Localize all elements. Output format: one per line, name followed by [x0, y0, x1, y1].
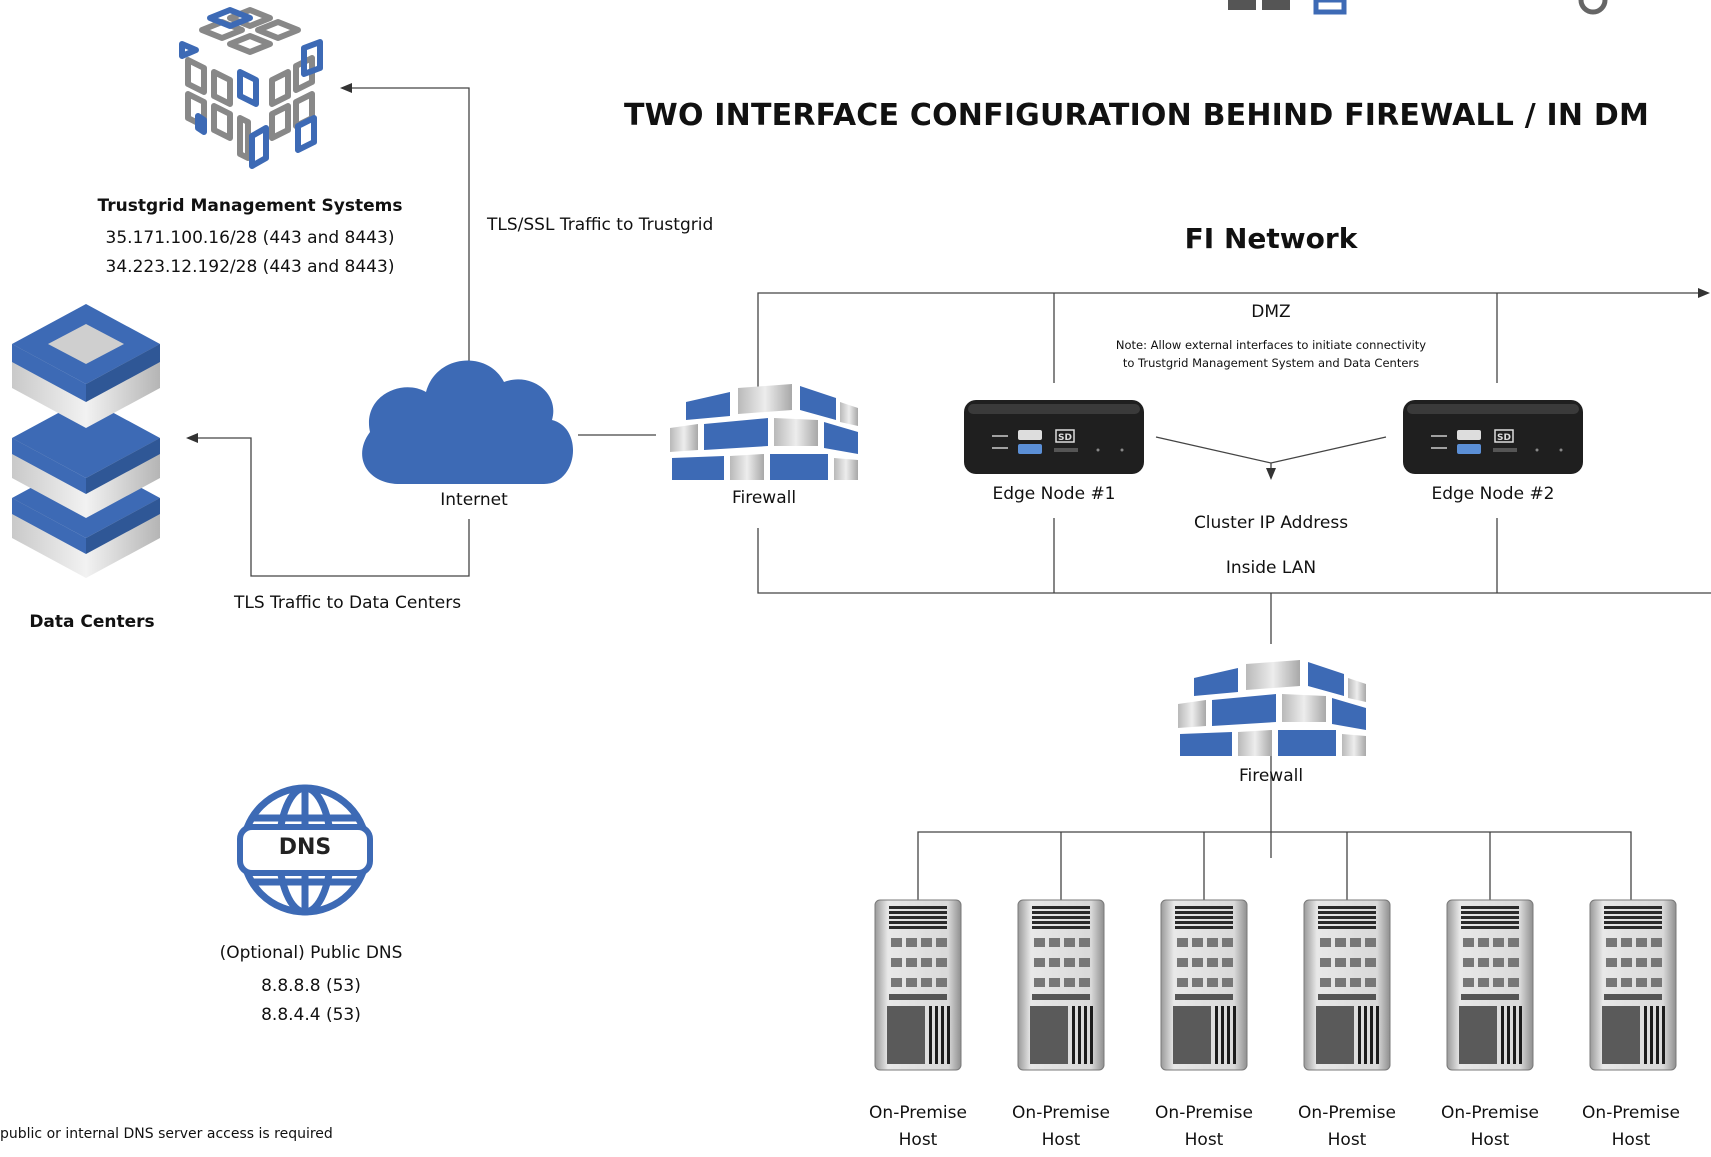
data-centers-icon — [12, 304, 160, 578]
edge-node-1-icon — [963, 399, 1145, 475]
dmz-label: DMZ — [1251, 302, 1291, 322]
data-centers-label: Data Centers — [29, 612, 155, 632]
firewall-inner-label: Firewall — [1238, 766, 1304, 786]
internet-label: Internet — [440, 490, 508, 510]
server-icon — [1446, 899, 1534, 1071]
dmz-bus — [757, 288, 1710, 387]
inside-lan-label: Inside LAN — [1225, 558, 1317, 578]
firewall-outer-icon — [670, 384, 858, 480]
dns-globe-icon — [237, 784, 373, 916]
brand-logo-partial — [1228, 0, 1608, 15]
network-title: FI Network — [1184, 222, 1358, 255]
internet-cloud-icon — [362, 360, 574, 484]
firewall-inner-icon — [1178, 660, 1366, 756]
page-title: TWO INTERFACE CONFIGURATION BEHIND FIREW… — [624, 98, 1650, 133]
dmz-note-line1: Note: Allow external interfaces to initi… — [1115, 338, 1427, 352]
server-icon — [1160, 899, 1248, 1071]
trustgrid-address: 35.171.100.16/28 (443 and 8443) — [105, 228, 395, 248]
trustgrid-label: Trustgrid Management Systems — [97, 196, 403, 216]
dmz-note-line2: to Trustgrid Management System and Data … — [1122, 356, 1420, 370]
inside-lan-bus — [757, 528, 1711, 594]
link-internet-trustgrid — [340, 83, 470, 370]
trustgrid-cube-icon — [174, 7, 326, 180]
trustgrid-address: 34.223.12.192/28 (443 and 8443) — [105, 257, 395, 277]
cluster-ip-label: Cluster IP Address — [1193, 513, 1349, 533]
footnote-line1: public or internal DNS server access is … — [0, 1126, 333, 1142]
server-icon — [1303, 899, 1391, 1071]
dns-server: 8.8.4.4 (53) — [261, 1005, 361, 1025]
edge-node-1-label: Edge Node #1 — [992, 484, 1116, 504]
tls-ssl-link-label: TLS/SSL Traffic to Trustgrid — [487, 215, 714, 235]
host-bus — [917, 831, 1632, 900]
dns-icon-text: DNS — [278, 835, 332, 860]
server-icon — [1017, 899, 1105, 1071]
connectors — [186, 83, 1711, 900]
dns-label: (Optional) Public DNS — [219, 943, 403, 963]
link-internet-datacenters — [186, 433, 470, 577]
firewall-outer-label: Firewall — [731, 488, 797, 508]
tls-dc-link-label: TLS Traffic to Data Centers — [234, 593, 462, 613]
edge-node-2-icon — [1402, 399, 1584, 475]
edge-node-2-label: Edge Node #2 — [1431, 484, 1555, 504]
on-premise-servers — [874, 899, 1677, 1071]
server-icon — [1589, 899, 1677, 1071]
server-icon — [874, 899, 962, 1071]
dns-server: 8.8.8.8 (53) — [261, 976, 361, 996]
